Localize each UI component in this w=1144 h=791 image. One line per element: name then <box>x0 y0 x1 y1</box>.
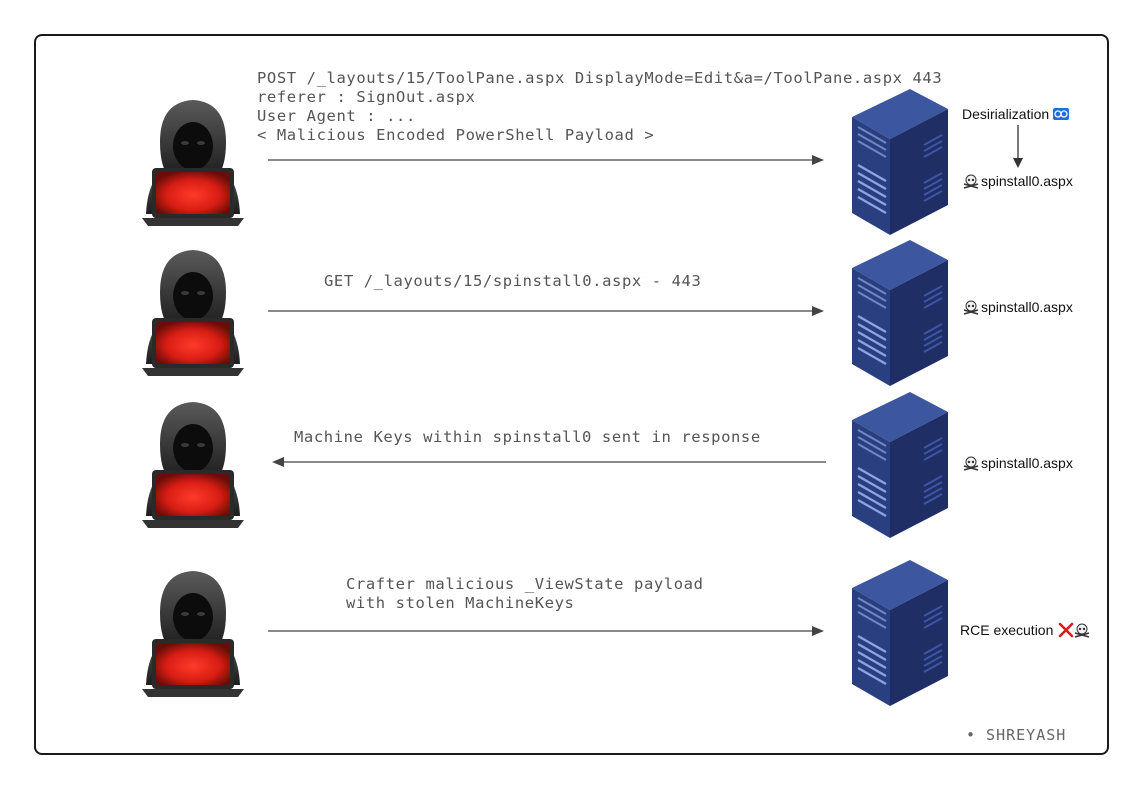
webshell-text: spinstall0.aspx <box>981 455 1073 471</box>
cross-mark-icon <box>1059 622 1074 638</box>
response-arrow <box>272 457 826 467</box>
down-arrow <box>1013 125 1023 168</box>
hacker-icon <box>142 250 244 376</box>
post-request-text: POST /_layouts/15/ToolPane.aspx DisplayM… <box>257 69 942 145</box>
request-line: with stolen MachineKeys <box>346 594 575 612</box>
skull-crossbones-icon <box>963 174 979 189</box>
get-request-text: GET /_layouts/15/spinstall0.aspx - 443 <box>324 272 702 290</box>
webshell-label: spinstall0.aspx <box>963 455 1073 471</box>
deserialization-label: Desirialization <box>962 106 1070 122</box>
author-signature: • SHREYASH <box>966 726 1067 744</box>
deserialization-text: Desirialization <box>962 106 1050 122</box>
request-line: referer : SignOut.aspx <box>257 88 476 106</box>
skull-crossbones-icon <box>1074 623 1091 638</box>
request-line: User Agent : ... <box>257 107 416 125</box>
server-icon <box>850 238 950 388</box>
request-arrow <box>268 626 824 636</box>
diagram-frame <box>34 34 1109 755</box>
skull-crossbones-icon <box>963 300 979 315</box>
response-text: Machine Keys within spinstall0 sent in r… <box>294 428 761 446</box>
request-line: Crafter malicious _ViewState payload <box>346 575 704 593</box>
request-arrow <box>268 155 824 165</box>
webshell-text: spinstall0.aspx <box>981 173 1073 189</box>
hacker-icon <box>142 100 244 226</box>
hacker-icon <box>142 571 244 697</box>
server-icon <box>850 390 950 540</box>
loop-icon <box>1053 108 1070 120</box>
request-line: < Malicious Encoded PowerShell Payload > <box>257 126 655 144</box>
rce-label: RCE execution <box>960 622 1092 638</box>
request-arrow <box>268 306 824 316</box>
webshell-label: spinstall0.aspx <box>963 299 1073 315</box>
skull-crossbones-icon <box>963 456 979 471</box>
hacker-icon <box>142 402 244 528</box>
request-line: POST /_layouts/15/ToolPane.aspx DisplayM… <box>257 69 943 87</box>
server-icon <box>850 558 950 708</box>
webshell-text: spinstall0.aspx <box>981 299 1073 315</box>
rce-text: RCE execution <box>960 622 1054 638</box>
server-icon <box>850 87 950 237</box>
webshell-label: spinstall0.aspx <box>963 173 1073 189</box>
